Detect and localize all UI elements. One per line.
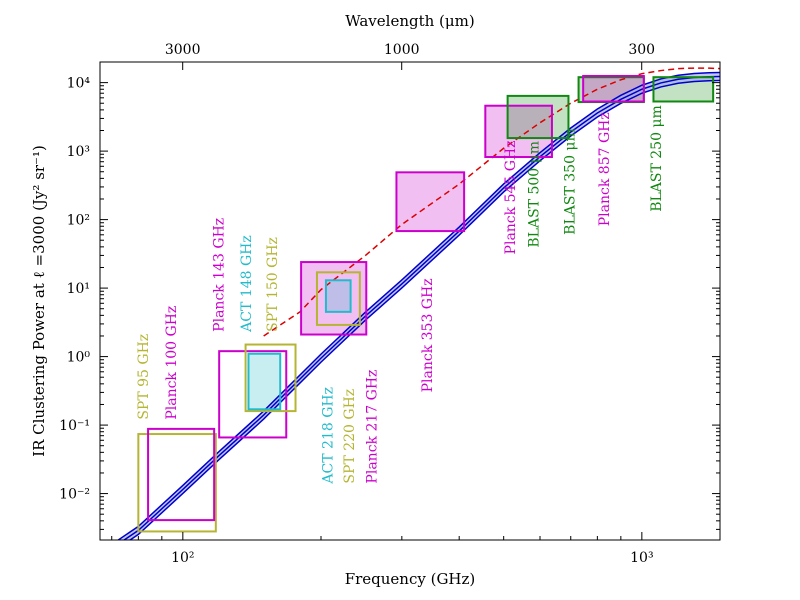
box-outlines-layer — [137, 74, 715, 533]
model-center-line — [122, 75, 720, 540]
label-spt-95-ghz: SPT 95 GHz — [136, 334, 152, 420]
label-planck-100-ghz: Planck 100 GHz — [164, 306, 180, 420]
x-tick-label: 10³ — [630, 550, 653, 566]
label-act-148-ghz: ACT 148 GHz — [239, 235, 255, 333]
label-act-218-ghz: ACT 218 GHz — [321, 387, 337, 485]
label-spt-150-ghz: SPT 150 GHz — [265, 237, 281, 332]
plot-frame — [99, 61, 721, 541]
label-planck-545-ghz: Planck 545 GHz — [503, 140, 519, 254]
box-act-4 — [247, 352, 282, 411]
top-x-axis-label: Wavelength (μm) — [345, 12, 474, 30]
label-blast-500-m: BLAST 500 μm — [527, 141, 543, 248]
box-act-7 — [324, 279, 352, 313]
top-x-tick-label: 3000 — [165, 42, 201, 58]
label-planck-143-ghz: Planck 143 GHz — [212, 218, 228, 332]
y-tick-label: 10³ — [67, 144, 90, 160]
box-spt-6 — [315, 271, 361, 326]
box-fill-planck-8 — [396, 172, 465, 232]
box-fill-blast-10 — [507, 95, 569, 139]
box-planck-9 — [484, 104, 553, 159]
box-blast-10 — [506, 94, 570, 140]
box-fill-planck-9 — [485, 105, 552, 158]
box-planck-1 — [147, 427, 216, 522]
box-planck-8 — [395, 171, 466, 233]
label-spt-220-ghz: SPT 220 GHz — [342, 389, 358, 484]
label-blast-350-m: BLAST 350 μm — [563, 128, 579, 235]
label-planck-217-ghz: Planck 217 GHz — [365, 370, 381, 484]
model-band-lower-line — [128, 79, 720, 540]
x-tick-label: 10² — [171, 550, 194, 566]
box-planck-5 — [300, 261, 368, 336]
axes-layer: 10⁻² 10⁻¹ 10⁰ 10¹ 10² 10³ 10⁴ 10² 10³ 3000 1000 300 — [59, 42, 720, 566]
x-axis-label: Frequency (GHz) — [345, 570, 476, 588]
box-fills-layer — [248, 75, 714, 410]
dashed-model-curve — [263, 67, 720, 337]
model-band-layer — [116, 67, 720, 540]
label-planck-857-ghz: Planck 857 GHz — [597, 112, 613, 226]
y-axis-label: IR Clustering Power at ℓ =3000 (Jy² sr⁻¹… — [30, 145, 48, 457]
model-band-fill — [118, 72, 720, 540]
box-spt-3 — [244, 343, 297, 413]
box-blast-13 — [652, 76, 715, 103]
y-tick-label: 10² — [67, 213, 90, 229]
label-blast-250-m: BLAST 250 μm — [649, 105, 665, 212]
box-fill-act-7 — [325, 280, 351, 312]
model-band-upper-line — [116, 71, 720, 540]
y-tick-label: 10⁰ — [67, 350, 91, 366]
box-planck-2 — [218, 350, 288, 439]
y-tick-label: 10⁻¹ — [59, 418, 90, 434]
y-tick-label: 10¹ — [67, 281, 90, 297]
top-x-tick-label: 300 — [628, 42, 655, 58]
top-x-tick-label: 1000 — [384, 42, 420, 58]
box-spt-0 — [137, 433, 217, 533]
y-tick-label: 10⁴ — [67, 76, 91, 92]
box-planck-12 — [582, 74, 645, 103]
y-tick-label: 10⁻² — [59, 487, 90, 503]
label-planck-353-ghz: Planck 353 GHz — [420, 278, 436, 392]
